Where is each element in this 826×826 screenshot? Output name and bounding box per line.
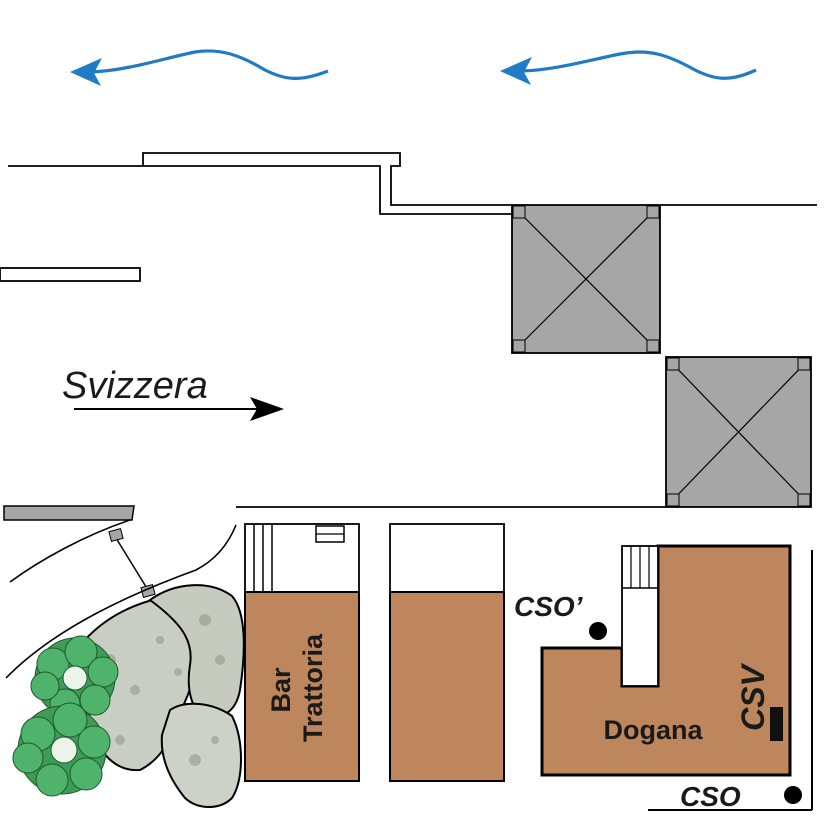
curved-road-edge	[5, 519, 237, 679]
dogana-building	[540, 544, 792, 777]
sensor-dot-icon	[784, 786, 802, 804]
bar-trattoria-building	[244, 523, 360, 782]
river-flow-arrow-icon	[500, 50, 757, 85]
csv-label: CSV	[735, 662, 771, 730]
barrier-stub	[0, 267, 141, 282]
direction-arrow-icon	[74, 397, 284, 421]
canopy-pillar	[665, 356, 812, 508]
gate-barrier	[3, 505, 156, 598]
middle-building	[389, 523, 505, 782]
dogana-label: Dogana	[603, 715, 703, 745]
river-flow-arrow-icon	[70, 49, 329, 86]
canopy-pillar	[511, 204, 661, 354]
sensor-dot-icon	[589, 622, 607, 640]
shrub-icon	[12, 635, 119, 797]
rock-icon	[74, 584, 245, 808]
direction-label: Svizzera	[62, 365, 208, 407]
upper-road-edge	[8, 152, 817, 215]
boundary-wall	[648, 550, 813, 811]
cso-prime-label: CSO’	[514, 591, 584, 622]
cso-label: CSO	[680, 781, 741, 812]
bar-label: Bar	[266, 667, 296, 713]
trattoria-label: Trattoria	[298, 633, 328, 742]
